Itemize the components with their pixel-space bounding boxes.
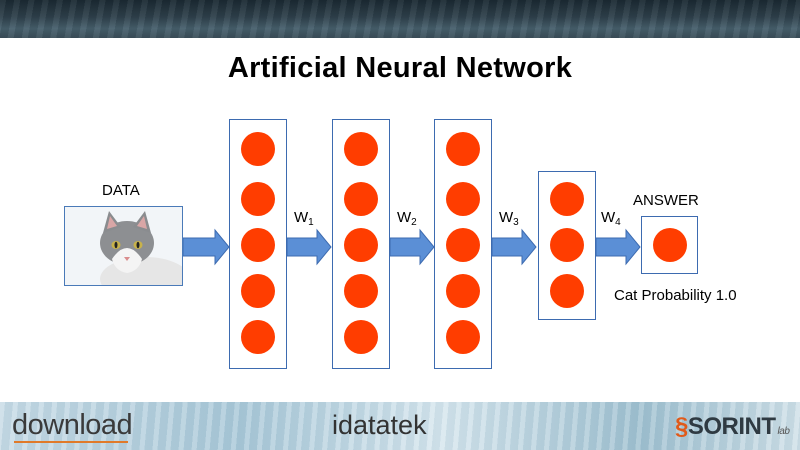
neuron (344, 182, 378, 216)
output-layer (641, 216, 698, 274)
weight-label-1: W1 (294, 209, 314, 228)
sorint-mark-icon: § (675, 413, 688, 440)
neuron (344, 228, 378, 262)
weight-label-4: W4 (601, 209, 621, 228)
neuron (241, 320, 275, 354)
download-logo-underline (14, 441, 129, 443)
neuron (550, 228, 584, 262)
hidden-layer-4 (538, 171, 596, 320)
neuron (446, 228, 480, 262)
neuron (653, 228, 687, 262)
weight-arrow-3 (492, 228, 537, 266)
output-label: ANSWER (633, 192, 699, 209)
hidden-layer-3 (434, 119, 492, 369)
output-result: Cat Probability 1.0 (614, 287, 737, 304)
neuron (550, 274, 584, 308)
neuron (446, 320, 480, 354)
bottom-banner (0, 402, 800, 450)
weight-label-2: W2 (397, 209, 417, 228)
download-logo: download (12, 409, 133, 443)
neuron (446, 274, 480, 308)
neuron (241, 132, 275, 166)
weight-arrow-1 (287, 228, 332, 266)
weight-label-3: W3 (499, 209, 519, 228)
neuron (344, 274, 378, 308)
cat-image (64, 206, 183, 286)
slide-title: Artificial Neural Network (227, 52, 573, 84)
neuron (241, 182, 275, 216)
top-banner (0, 0, 800, 38)
weight-arrow-4 (596, 228, 641, 266)
neuron (241, 274, 275, 308)
input-label: DATA (102, 182, 140, 199)
neuron (241, 228, 275, 262)
idatatek-logo: idatatek (332, 410, 427, 440)
hidden-layer-1 (229, 119, 287, 369)
neuron (344, 320, 378, 354)
neuron (446, 132, 480, 166)
neuron (344, 132, 378, 166)
hidden-layer-2 (332, 119, 390, 369)
weight-arrow-2 (390, 228, 435, 266)
neuron (550, 182, 584, 216)
input-arrow (183, 228, 230, 266)
neuron (446, 182, 480, 216)
